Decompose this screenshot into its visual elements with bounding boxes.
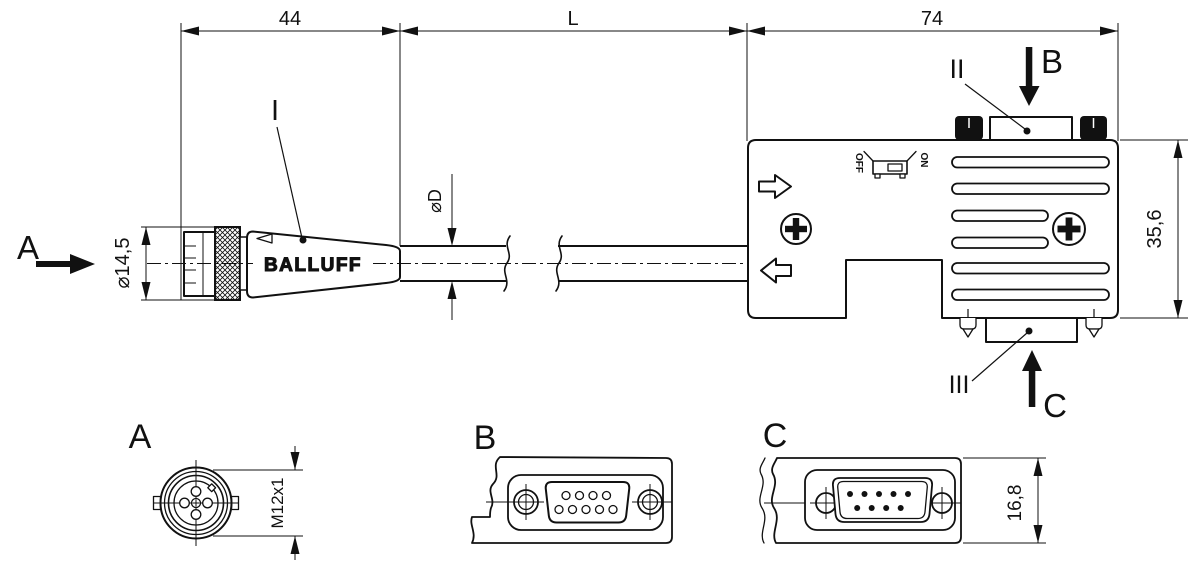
- callout-iii-label: III: [949, 371, 970, 399]
- view-arrow-a: A: [17, 229, 95, 274]
- callout-i: I: [271, 95, 307, 244]
- screw-lock-icon: [632, 484, 668, 520]
- detail-view-b-label: B: [474, 419, 497, 457]
- view-direction-c-arrow-icon: [1022, 350, 1042, 371]
- dim-cable-diameter-text: ⌀D: [425, 189, 445, 213]
- phillips-screw-icon: [1052, 212, 1086, 246]
- view-arrow-b: B: [1019, 43, 1063, 106]
- dim-cable-length: L: [567, 8, 578, 30]
- brand-logo: BALLUFF: [264, 255, 362, 276]
- callout-i-label: I: [271, 95, 279, 127]
- detail-view-a: A M12x1: [129, 418, 303, 560]
- termination-switch: OFF ON: [853, 150, 929, 179]
- detail-view-a-label: A: [129, 418, 152, 456]
- cable-break-line: [503, 235, 511, 292]
- dim-connector-length: 44: [279, 8, 301, 30]
- dimension-cable-diameter: ⌀D: [425, 174, 457, 320]
- dim-connector-diameter-text: ⌀14,5: [112, 238, 134, 289]
- dim-housing-height-text: 35,6: [1144, 210, 1166, 249]
- detail-view-c-label: C: [763, 417, 788, 455]
- m12-socket-pins: [179, 486, 213, 520]
- jack-screw-icon: [959, 309, 977, 338]
- callout-ii-label: II: [949, 54, 964, 84]
- dimension-dsub-height: 16,8: [963, 457, 1046, 544]
- view-direction-a-arrow-icon: [36, 254, 95, 274]
- dimension-thread: M12x1: [213, 446, 303, 560]
- arrow-right-icon: [758, 174, 792, 199]
- dim-housing-length: 74: [921, 8, 943, 30]
- dimension-housing-height: 35,6: [1120, 139, 1188, 319]
- dsub-female-shell: [544, 481, 631, 524]
- dimension-connector-diameter: ⌀14,5: [112, 226, 214, 301]
- switch-on-label: ON: [918, 153, 929, 168]
- phillips-screw-icon: [780, 213, 812, 245]
- view-arrow-c: C: [1022, 350, 1067, 424]
- screw-lock-icon: [508, 484, 544, 520]
- dsub-female-sockets: [554, 490, 618, 515]
- orientation-triangle-icon: [256, 233, 273, 244]
- switch-off-label: OFF: [853, 153, 864, 173]
- dim-thread-text: M12x1: [268, 477, 287, 528]
- detail-view-c: C: [759, 417, 1046, 544]
- dim-dsub-height-text: 16,8: [1005, 485, 1026, 522]
- screw-hole-icon: [926, 487, 958, 519]
- cable: [400, 235, 748, 292]
- bus-housing-side-view: OFF ON: [747, 139, 1119, 319]
- dimension-top-chain: 44 L 74: [180, 8, 1119, 300]
- bottom-dsub-connector: [959, 309, 1103, 343]
- view-arrow-c-label: C: [1043, 387, 1067, 424]
- jack-screw-icon: [1085, 309, 1103, 338]
- view-direction-b-arrow-icon: [1019, 86, 1040, 106]
- arrow-left-icon: [760, 257, 792, 284]
- cable-break-line: [555, 235, 563, 292]
- detail-view-b: B: [470, 419, 673, 544]
- dsub-male-pins: [847, 491, 911, 511]
- dsub-male-shell: [831, 477, 934, 523]
- callout-ii: II: [949, 54, 1031, 135]
- top-dsub-connector: [955, 116, 1107, 141]
- vent-slots: [951, 156, 1110, 301]
- view-arrow-a-label: A: [17, 229, 39, 266]
- view-arrow-b-label: B: [1041, 43, 1063, 80]
- callout-iii: III: [949, 327, 1033, 399]
